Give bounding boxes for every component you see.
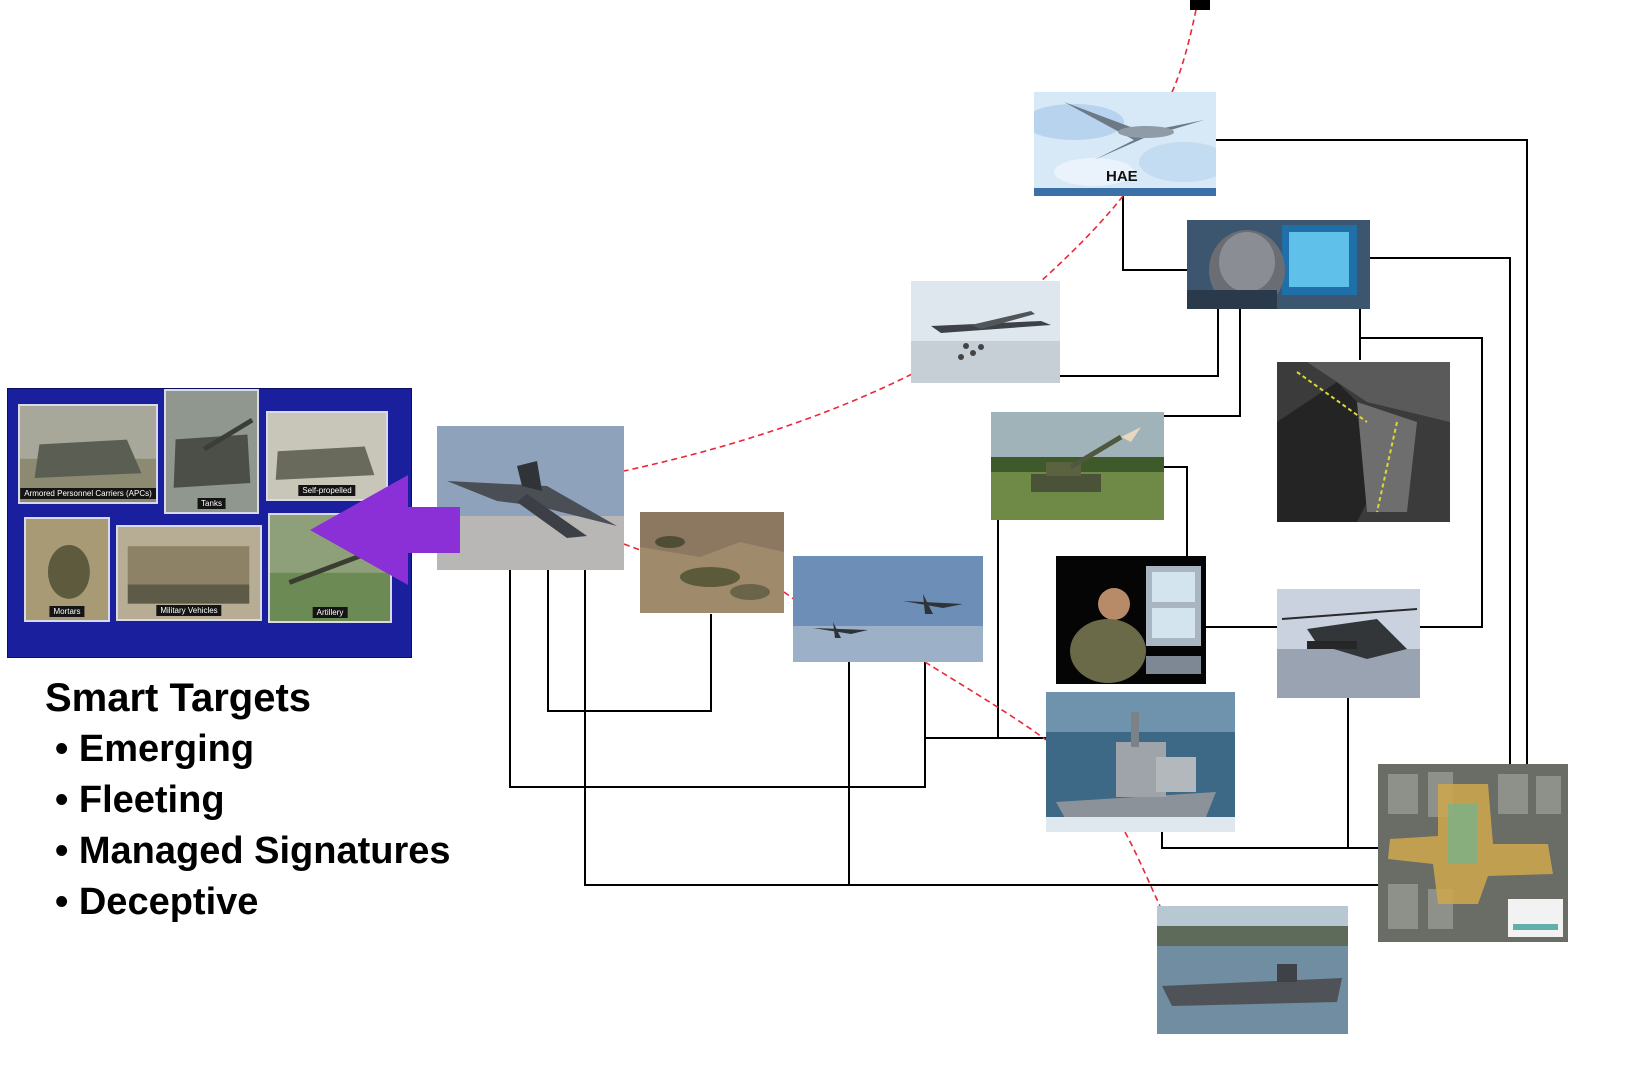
list-item: • Deceptive — [55, 881, 259, 923]
target-map-photo-icon — [1378, 764, 1568, 942]
slide-title-fragment — [1190, 0, 1210, 10]
fighter-jet-photo[interactable] — [437, 426, 624, 570]
tank-tile: Tanks — [164, 389, 259, 514]
ground-troops-photo-icon — [640, 512, 784, 613]
tile-caption: Mortars — [49, 606, 85, 617]
smart-targets-list: • Emerging • Fleeting • Managed Signatur… — [55, 724, 451, 928]
operator-photo[interactable] — [1187, 220, 1370, 309]
list-item: • Managed Signatures — [55, 830, 451, 872]
target-map-photo[interactable] — [1378, 764, 1568, 942]
operator-at-console-photo-icon — [1187, 220, 1370, 309]
satellite-image-photo[interactable] — [1277, 362, 1450, 522]
cruiser-ship-photo-icon — [1046, 692, 1235, 832]
tile-caption: Armored Personnel Carriers (APCs) — [20, 488, 156, 499]
self-propelled-tile: Self-propelled — [266, 411, 388, 501]
b52-bomber-photo-icon — [911, 281, 1060, 383]
attack-helicopter-photo-icon — [1277, 589, 1420, 698]
f16-pair-photo-icon — [793, 556, 983, 662]
hae-label: HAE — [1106, 168, 1138, 185]
self-propelled-gun-photo-icon — [268, 413, 386, 499]
uav-photo-icon — [1034, 92, 1216, 196]
satellite-imagery-photo-icon — [1277, 362, 1450, 522]
mortars-tile: Mortars — [24, 517, 110, 622]
aircraft-carrier-photo[interactable] — [1157, 906, 1348, 1034]
list-item: • Fleeting — [55, 779, 225, 821]
sam-launcher-photo[interactable] — [991, 412, 1164, 520]
smart-targets-collage[interactable]: Armored Personnel Carriers (APCs) Tanks … — [7, 388, 412, 658]
tile-caption: Military Vehicles — [156, 605, 222, 616]
apc-tile: Armored Personnel Carriers (APCs) — [18, 404, 158, 504]
mortar-photo-icon — [26, 519, 108, 620]
fighter-jet-photo-icon — [437, 426, 624, 570]
hae-uav-photo[interactable]: HAE — [1034, 92, 1216, 196]
soldier-console-photo-icon — [1056, 556, 1206, 684]
soldier-console-photo[interactable] — [1056, 556, 1206, 684]
f16-pair-photo[interactable] — [793, 556, 983, 662]
tile-caption: Tanks — [197, 498, 226, 509]
cruiser-ship-photo[interactable] — [1046, 692, 1235, 832]
tile-caption: Artillery — [312, 607, 348, 618]
ground-troops-photo[interactable] — [640, 512, 784, 613]
tank-photo-icon — [166, 391, 257, 512]
sam-launcher-photo-icon — [991, 412, 1164, 520]
bomber-photo[interactable] — [911, 281, 1060, 383]
smart-targets-heading: Smart Targets — [45, 676, 312, 720]
targeting-arrow-icon — [310, 475, 460, 585]
tile-caption: Self-propelled — [298, 485, 356, 496]
vehicle-convoy-photo-icon — [118, 527, 260, 619]
list-item: • Emerging — [55, 728, 255, 770]
military-vehicles-tile: Military Vehicles — [116, 525, 262, 621]
apache-helicopter-photo[interactable] — [1277, 589, 1420, 698]
aircraft-carrier-photo-icon — [1157, 906, 1348, 1034]
